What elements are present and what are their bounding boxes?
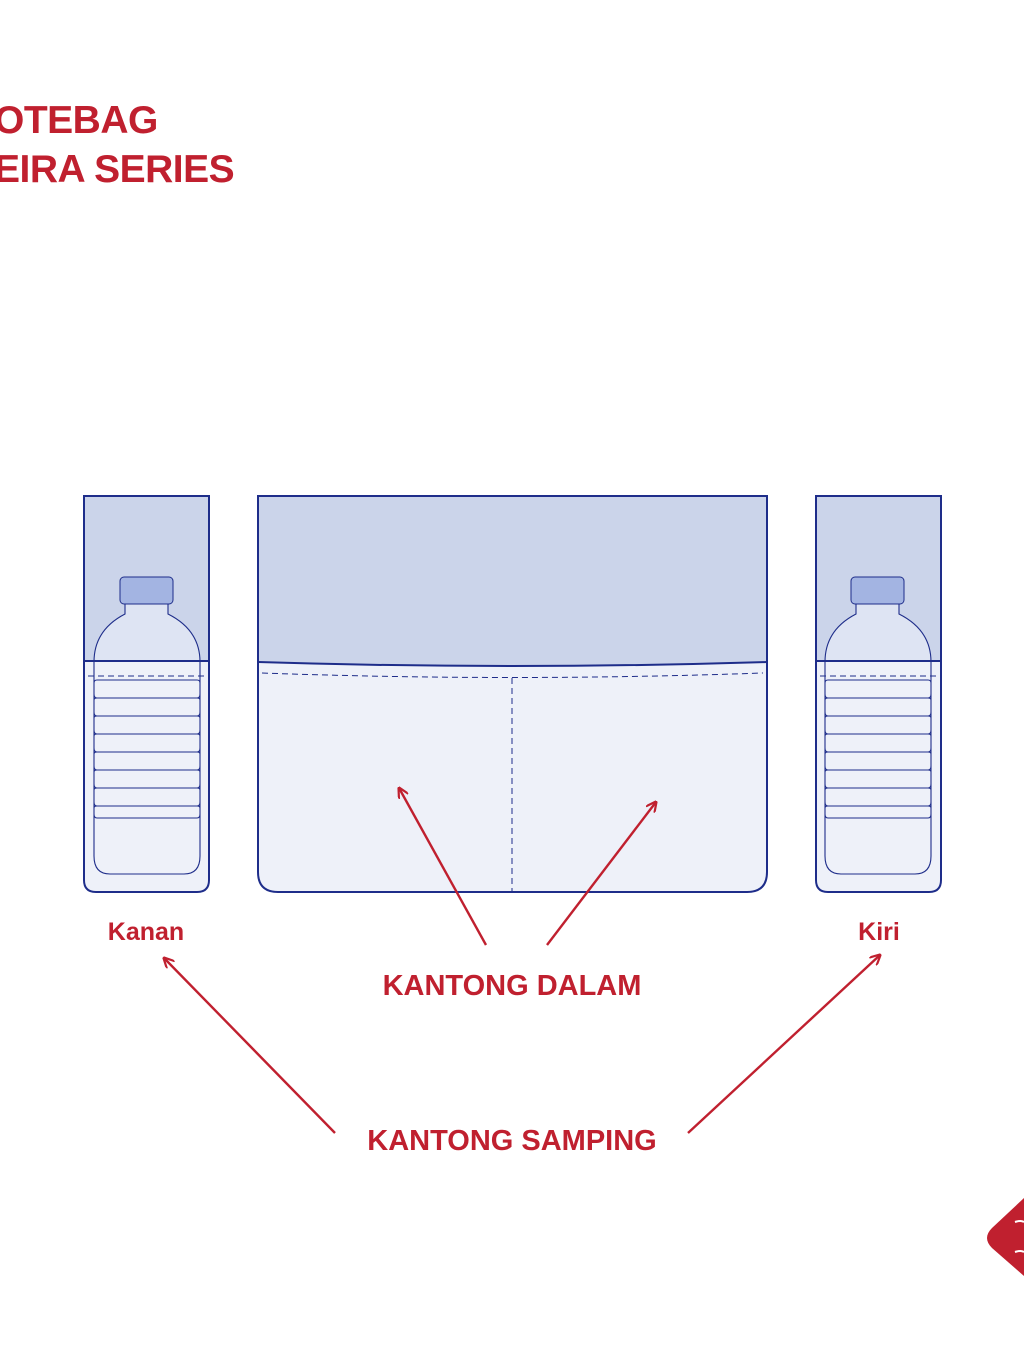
brand-badge-icon [987,1198,1024,1276]
inner-pocket-outline [257,495,768,893]
arrow-icon [399,788,488,946]
title-line-1: OTEBAG [0,99,158,142]
side-pocket-right-outline [83,495,210,893]
arrow-icon [546,802,656,946]
side-pocket-left-outline [815,495,942,893]
water-bottle-icon [93,576,201,875]
inner-pocket-upper [258,496,767,666]
side-pocket-right [83,495,210,893]
arrow-icon [164,958,336,1134]
label-kiri: Kiri [858,918,900,946]
label-kanan: Kanan [108,918,184,946]
water-bottle-icon [824,576,932,875]
title-line-2: EIRA SERIES [0,148,235,191]
side-pocket-left [815,495,942,893]
page-title: OTEBAG EIRA SERIES [0,96,235,194]
inner-pocket-lower [258,662,767,892]
label-kantong-samping: KANTONG SAMPING [367,1125,656,1157]
inner-pocket [257,495,768,893]
label-kantong-dalam: KANTONG DALAM [383,970,642,1002]
arrow-icon [687,955,880,1134]
